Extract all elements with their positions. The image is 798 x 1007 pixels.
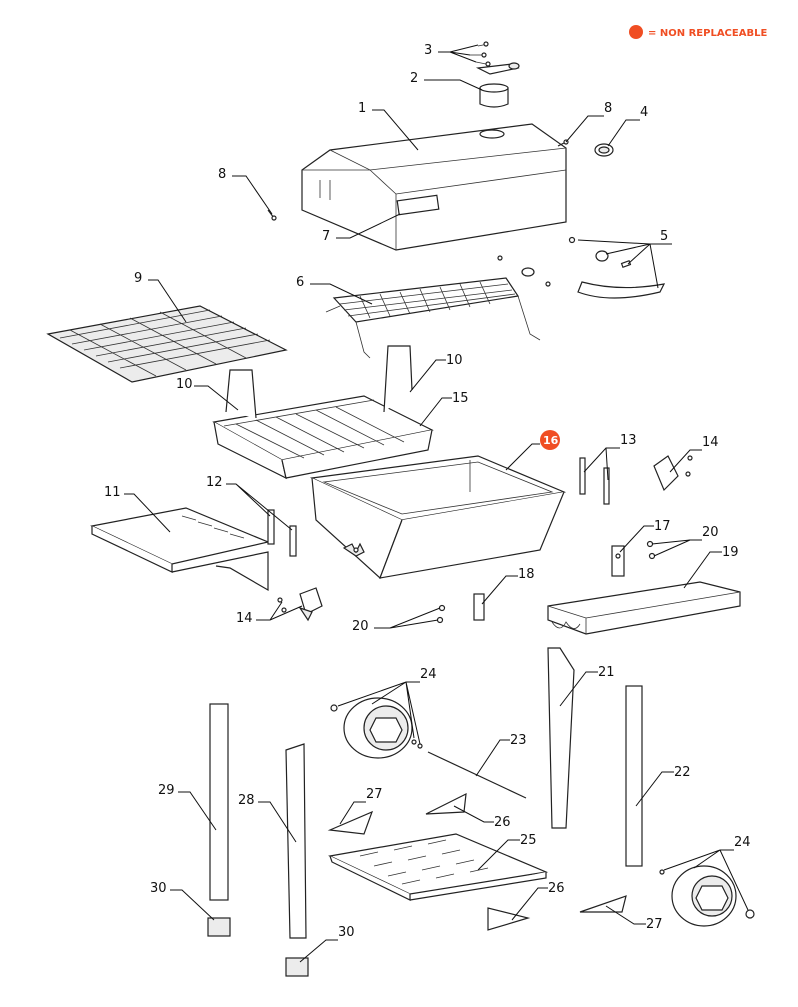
part-24-wheel-bottom (659, 865, 755, 927)
part-14-latch-right (653, 455, 693, 492)
part-6-warming-rack (325, 277, 541, 359)
callout-25: 25 (520, 833, 537, 848)
callout-6: 6 (296, 275, 304, 290)
callout-26-top: 26 (494, 815, 511, 830)
legend-text: = NON REPLACEABLE (648, 28, 767, 39)
part-4-thermometer (594, 143, 614, 157)
part-17-hinge-bracket (611, 545, 625, 577)
part-24-wheel-top (330, 697, 423, 759)
part-14-latch-left (277, 587, 323, 622)
part-5-handle (497, 236, 666, 299)
callout-5: 5 (660, 229, 668, 244)
part-28-leg (285, 743, 307, 939)
callout-14-left: 14 (236, 611, 253, 626)
callout-21: 21 (598, 665, 615, 680)
part-16-firebox (309, 455, 567, 580)
callout-10-left: 10 (176, 377, 193, 392)
part-1-hood (301, 123, 567, 251)
callout-15: 15 (452, 391, 469, 406)
part-12-brackets (267, 509, 297, 557)
part-21-leg (547, 647, 575, 829)
callout-1: 1 (358, 101, 366, 116)
part-3-fasteners (470, 41, 520, 75)
callout-4: 4 (640, 105, 648, 120)
part-29-leg (209, 703, 229, 901)
callout-10-right: 10 (446, 353, 463, 368)
legend: = NON REPLACEABLE (629, 25, 767, 39)
part-18-bracket (473, 593, 485, 621)
callout-23: 23 (510, 733, 527, 748)
part-26-27-gussets (327, 792, 627, 931)
part-19-right-table (547, 581, 741, 635)
callout-28: 28 (238, 793, 255, 808)
callout-27-top: 27 (366, 787, 383, 802)
callout-30-left: 30 (150, 881, 167, 896)
callout-14-right: 14 (702, 435, 719, 450)
callout-13: 13 (620, 433, 637, 448)
part-9-cooking-grate (46, 305, 288, 383)
callout-3: 3 (424, 43, 432, 58)
part-15-charcoal-tray (212, 395, 434, 480)
callout-2: 2 (410, 71, 418, 86)
wheel-hub-icon (369, 717, 403, 743)
weber-logo-plate-icon (396, 194, 440, 216)
part-2-vent (479, 83, 509, 108)
callout-20-left: 20 (352, 619, 369, 634)
callout-29: 29 (158, 783, 175, 798)
part-13-brackets (579, 457, 610, 505)
callout-20-right: 20 (702, 525, 719, 540)
callout-17: 17 (654, 519, 671, 534)
part-30-feet (207, 917, 309, 977)
callout-11: 11 (104, 485, 121, 500)
callout-7: 7 (322, 229, 330, 244)
callouts: 3 2 1 8 4 8 7 5 6 9 10 10 15 (104, 43, 751, 963)
part-22-leg (625, 685, 643, 867)
callout-8-right: 8 (604, 101, 612, 116)
part-11-left-table (90, 507, 270, 592)
callout-22: 22 (674, 765, 691, 780)
callout-16: 16 (543, 434, 559, 447)
part-20-bolts (436, 540, 656, 624)
callout-8-left: 8 (218, 167, 226, 182)
callout-24-bottom: 24 (734, 835, 751, 850)
part-25-bottom-shelf (328, 833, 549, 901)
part-8-screw-left (267, 209, 277, 221)
callout-30-bottom: 30 (338, 925, 355, 940)
non-replaceable-marker-icon (629, 25, 643, 39)
callout-26-bottom: 26 (548, 881, 565, 896)
callout-16-marker (540, 430, 560, 450)
callout-19: 19 (722, 545, 739, 560)
callout-18: 18 (518, 567, 535, 582)
callout-9: 9 (134, 271, 142, 286)
callout-27-bottom: 27 (646, 917, 663, 932)
callout-24-top: 24 (420, 667, 437, 682)
callout-12: 12 (206, 475, 223, 490)
